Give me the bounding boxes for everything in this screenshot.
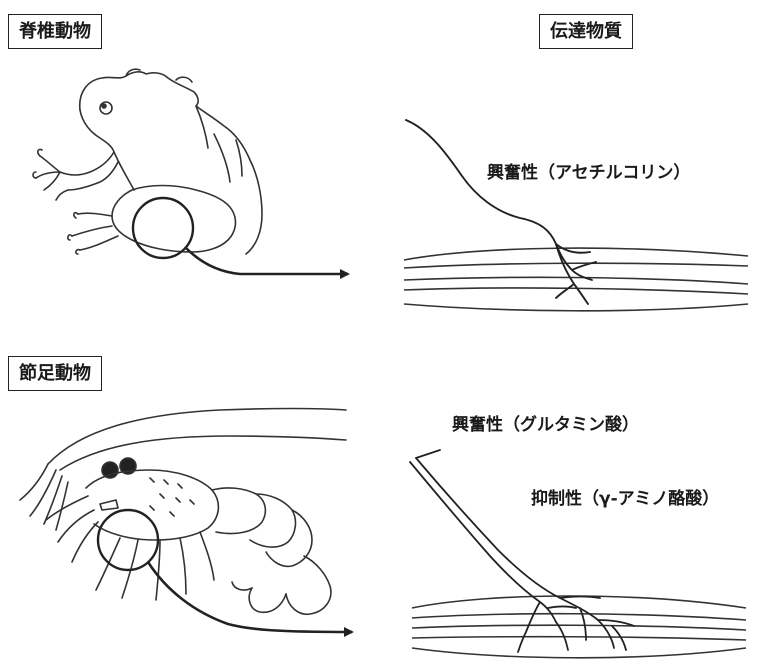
shrimp-muscle-fiber xyxy=(412,596,746,658)
arthropod-label: 節足動物 xyxy=(8,356,102,391)
transmitter-label: 伝達物質 xyxy=(539,14,633,49)
shrimp-illustration xyxy=(20,409,346,615)
arthropod-excitatory-annotation: 興奮性（グルタミン酸） xyxy=(452,414,639,436)
shrimp-arrow xyxy=(148,562,352,632)
frog-muscle-fiber xyxy=(404,248,748,311)
frog-arrow xyxy=(186,248,348,274)
vertebrate-label: 脊椎動物 xyxy=(8,14,102,49)
vertebrate-excitatory-annotation: 興奮性（アセチルコリン） xyxy=(487,162,690,184)
frog-illustration xyxy=(33,69,262,254)
frog-nerve-fiber xyxy=(406,120,596,304)
arthropod-inhibitory-annotation: 抑制性（γ-アミノ酪酸） xyxy=(531,488,719,510)
shrimp-inhibitory-nerve xyxy=(416,450,634,650)
